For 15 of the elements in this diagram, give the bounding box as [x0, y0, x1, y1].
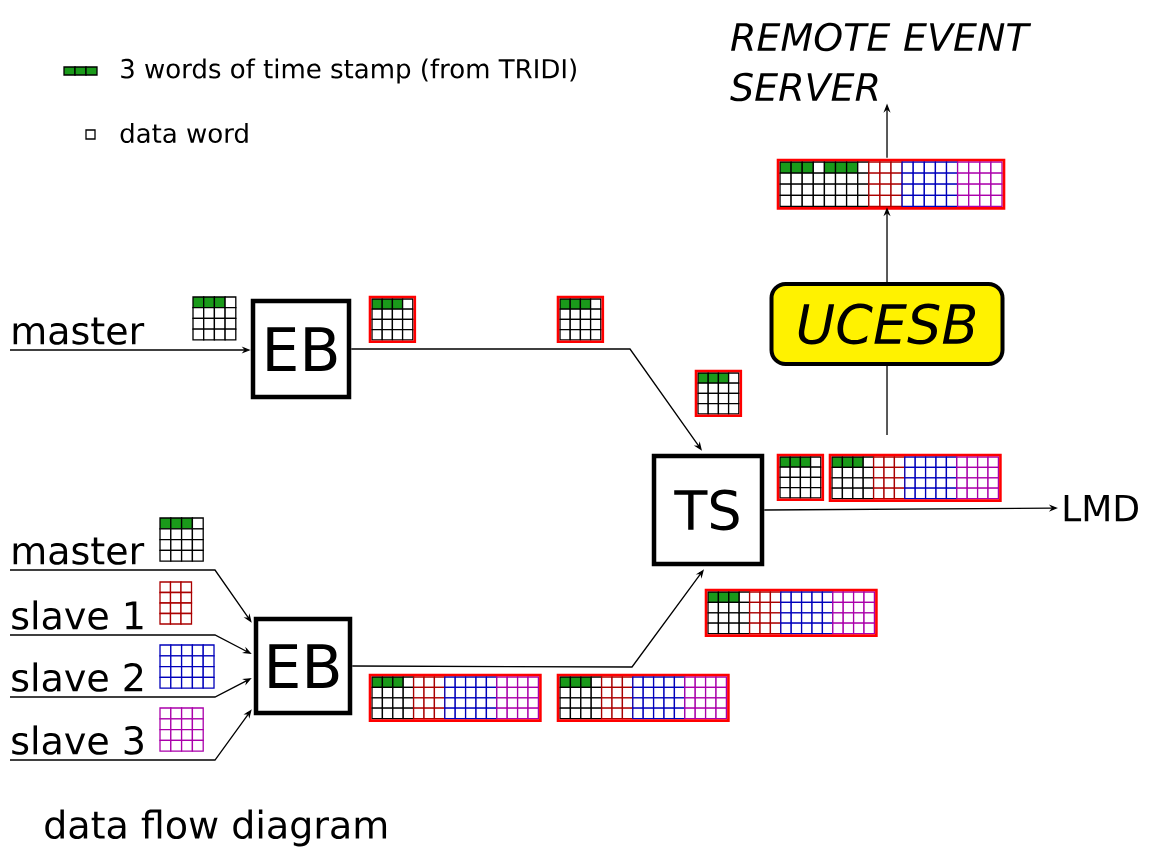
data-packet-icon [776, 158, 1006, 210]
input-label: slave 3 [12, 725, 143, 755]
legend-text: 3 words of time stamp (from TRIDI) [121, 58, 576, 84]
server-label: REMOTE EVENT SERVER [730, 22, 1032, 102]
input-label: master [13, 317, 145, 345]
time-sorter-box: TS [651, 453, 765, 567]
output-label: LMD [1064, 494, 1138, 522]
legend-text: data word [120, 122, 248, 144]
event-builder-box: EB [250, 298, 352, 400]
input-label: slave 2 [12, 662, 143, 692]
input-label: slave 1 [12, 600, 143, 630]
event-builder-box: EB [253, 616, 353, 716]
input-label: master [13, 537, 145, 565]
caption: data flow diagram [45, 809, 387, 847]
process-box: UCESB [769, 282, 1005, 366]
